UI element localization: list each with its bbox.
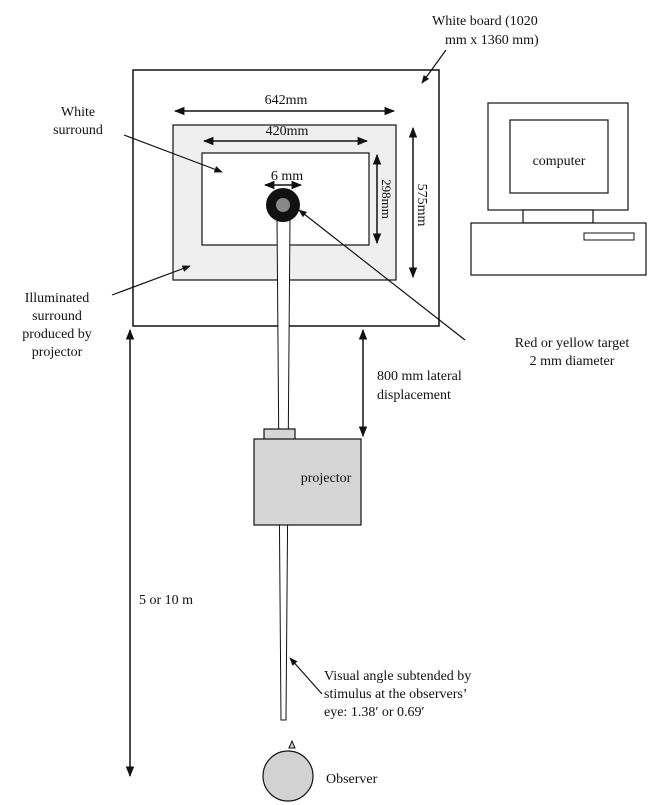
illuminated-leader — [111, 265, 191, 296]
dim-575-label: 575mm — [414, 184, 429, 227]
target-label-line1: Red or yellow target — [515, 336, 630, 351]
white-surround-label-line2: surround — [53, 123, 103, 138]
dim-642-label: 642mm — [265, 93, 308, 108]
target-label-line2: 2 mm diameter — [530, 354, 615, 369]
projector-lens — [263, 428, 296, 441]
visual-angle-label-line2: stimulus at the observers’ — [324, 687, 467, 702]
white-board-label-line2: mm x 1360 mm) — [445, 33, 539, 48]
observer — [262, 739, 314, 802]
white-surround-leader — [123, 134, 223, 173]
observer-head — [262, 750, 314, 802]
observer-label: Observer — [326, 772, 378, 787]
computer-screen — [509, 119, 609, 194]
computer — [470, 102, 647, 276]
white-surround-label-line1: White — [61, 105, 95, 120]
white-board-leader — [421, 49, 447, 84]
lateral-label-line2: displacement — [377, 388, 451, 403]
computer-drive-slot — [583, 232, 635, 241]
visual-angle-label-line1: Visual angle subtended by — [324, 669, 471, 684]
target-center — [276, 198, 290, 212]
dim-6-label: 6 mm — [271, 169, 303, 184]
illuminated-label-line4: projector — [32, 345, 83, 360]
white-board-label-line1: White board (1020 — [432, 14, 538, 29]
visual-angle-leader — [289, 657, 323, 695]
dim-298-label: 298mm — [379, 179, 394, 219]
dim-420-label: 420mm — [266, 124, 309, 139]
target-leader — [298, 209, 466, 341]
illuminated-label-line1: Illuminated — [25, 291, 90, 306]
illuminated-label-line3: produced by — [22, 327, 92, 342]
distance-label: 5 or 10 m — [139, 593, 193, 608]
computer-neck — [522, 209, 594, 224]
projector-body — [253, 438, 362, 526]
projector-label: projector — [301, 471, 352, 486]
visual-angle-label-line3: eye: 1.38′ or 0.69′ — [324, 705, 425, 720]
projector — [253, 428, 362, 526]
observer-nose — [288, 739, 296, 749]
computer-base — [470, 222, 647, 276]
computer-label: computer — [533, 154, 586, 169]
illuminated-label-line2: surround — [32, 309, 82, 324]
lateral-label-line1: 800 mm lateral — [377, 369, 462, 384]
